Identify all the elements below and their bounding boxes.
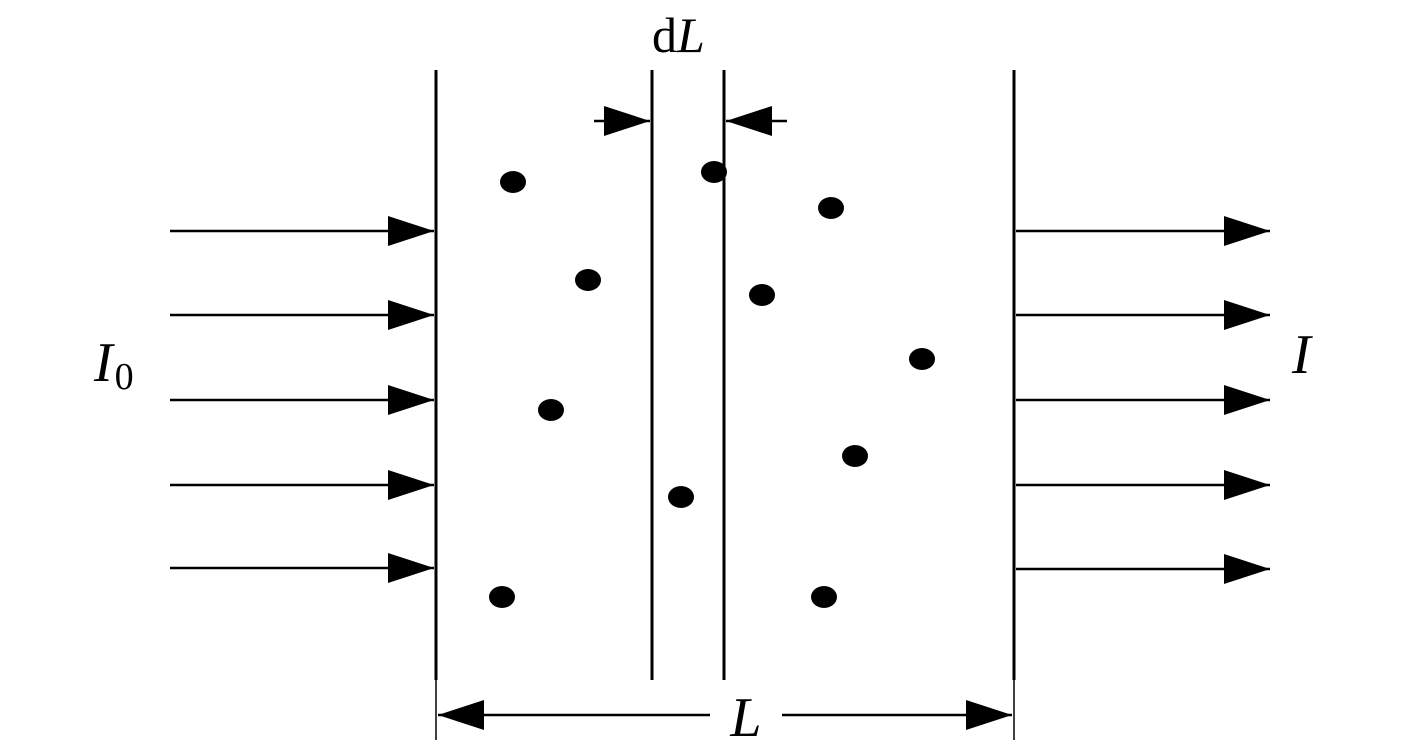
incident-intensity-label: I0 [93,332,134,398]
particle [489,586,515,608]
slice-label: dL [652,7,705,63]
particle [668,486,694,508]
particle [842,445,868,467]
slice-label-prefix: d [652,7,677,63]
transmitted-intensity-label: I [1291,324,1313,386]
slice-dimension: dL [594,7,787,136]
particle [811,586,837,608]
particle [575,269,601,291]
transmitted-arrows [1016,216,1270,584]
particle [500,171,526,193]
incident-arrows [170,216,434,583]
thickness-label: L [729,687,761,749]
particle [538,399,564,421]
thickness-dimension: L [435,680,1015,749]
incident-intensity-symbol: I [93,332,115,394]
particles [489,161,935,608]
incident-intensity-subscript: 0 [115,356,134,398]
slice-label-symbol: L [676,7,705,63]
particle [749,284,775,306]
particle [701,161,727,183]
particle [818,197,844,219]
particle [909,348,935,370]
